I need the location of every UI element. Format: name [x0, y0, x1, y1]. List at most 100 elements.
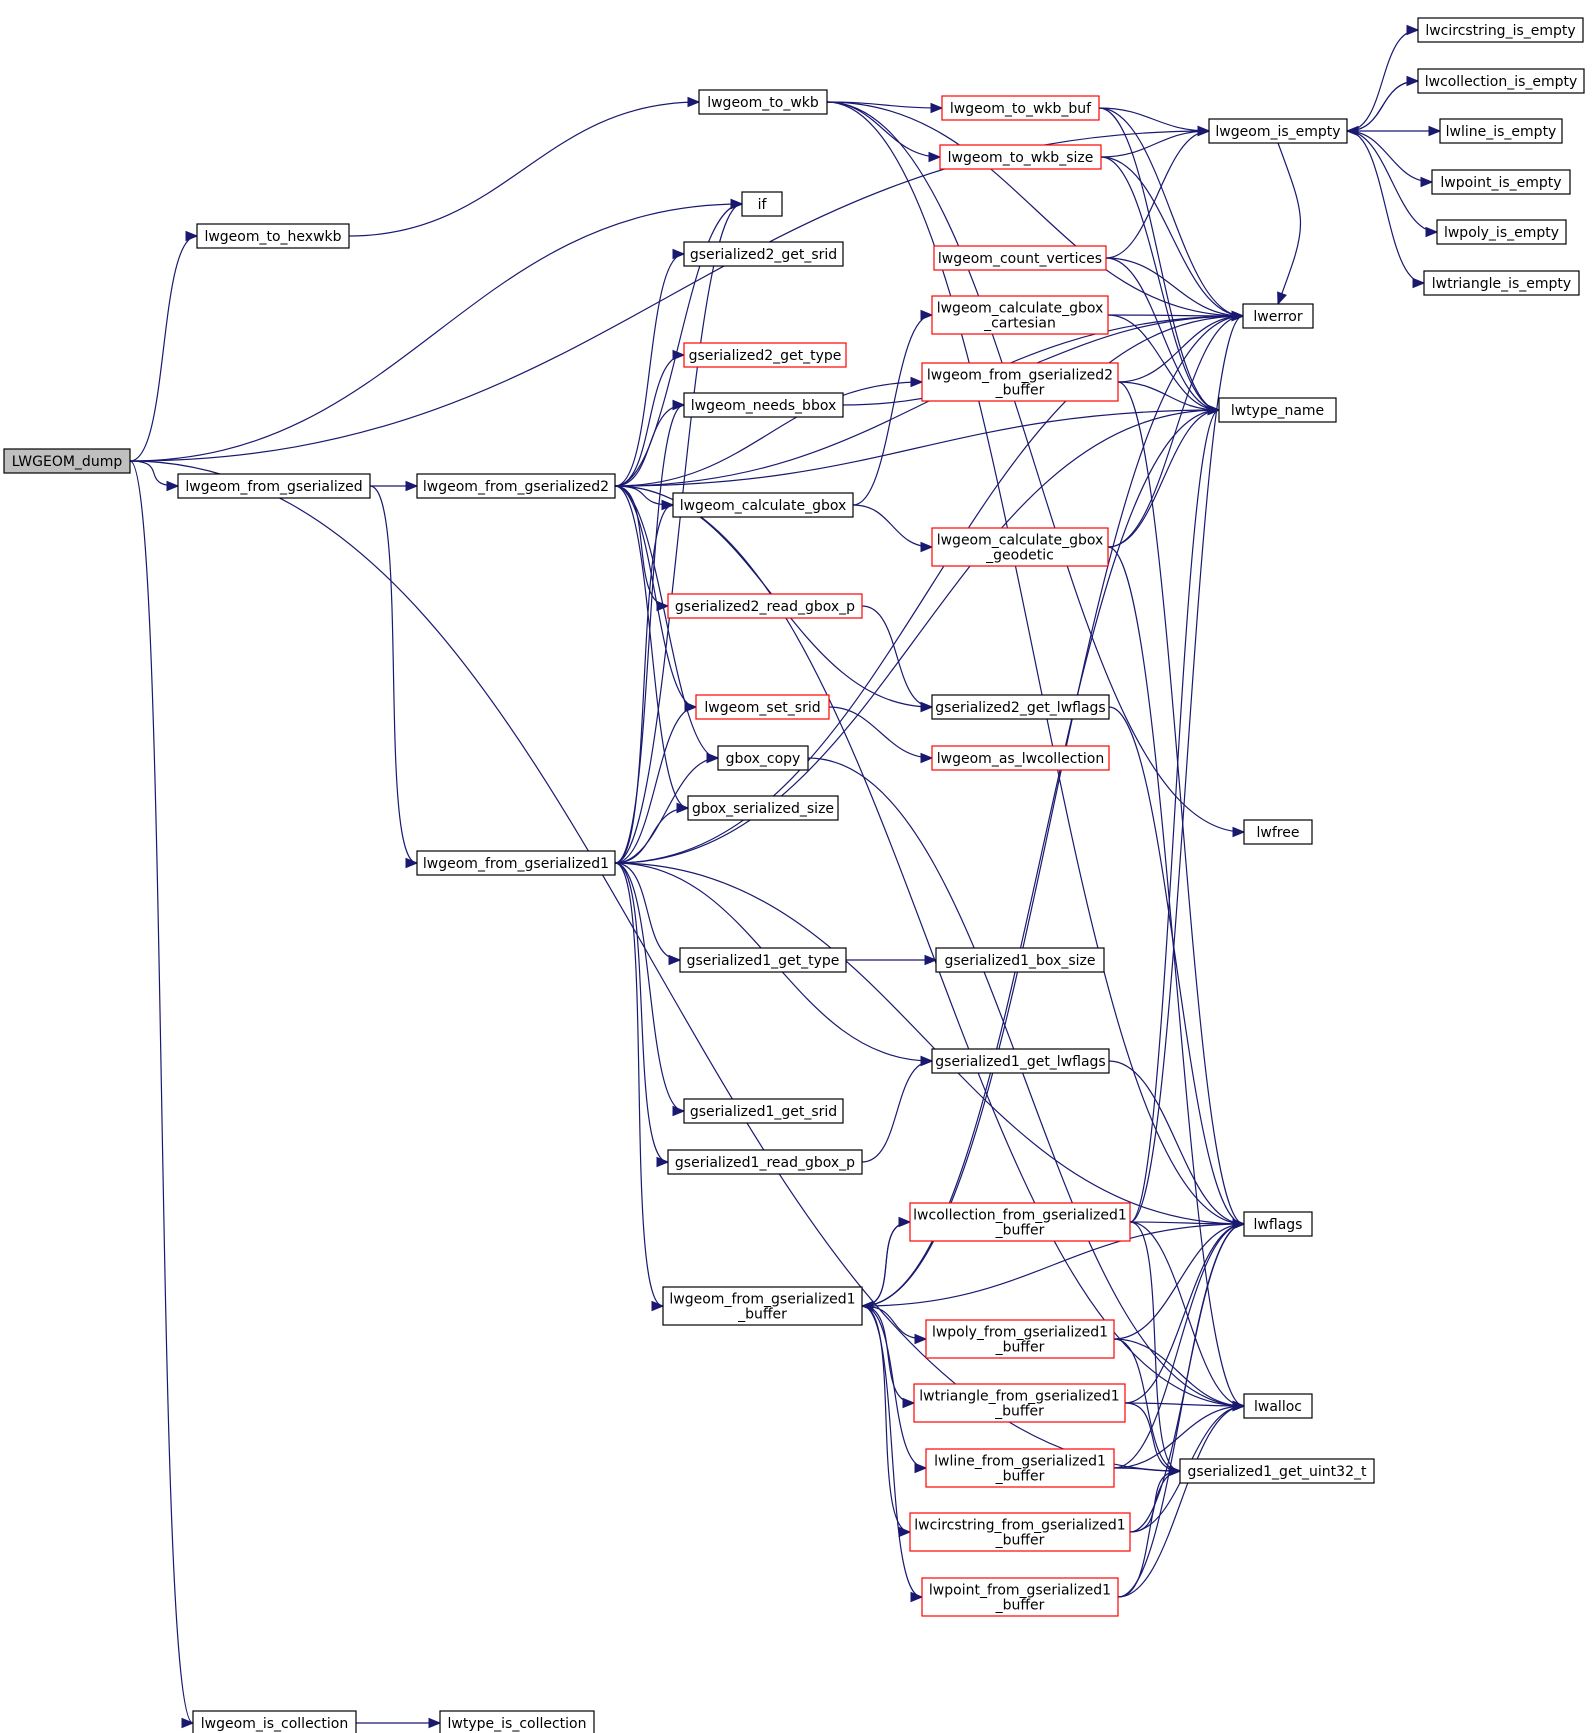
node-label: lwpoint_from_gserialized1 — [929, 1583, 1111, 1599]
node-isempty[interactable]: lwgeom_is_empty — [1208, 118, 1348, 144]
node-fromgs1[interactable]: lwgeom_from_gserialized1 — [416, 850, 616, 876]
edge-line — [1107, 314, 1220, 411]
node-box — [1436, 219, 1567, 245]
node-polyempty[interactable]: lwpoly_is_empty — [1436, 219, 1567, 245]
edge-arrowhead — [1231, 310, 1245, 322]
edge-line — [861, 1305, 927, 1469]
node-lineempty[interactable]: lwline_is_empty — [1439, 118, 1563, 144]
node-needsbbox[interactable]: lwgeom_needs_bbox — [683, 392, 844, 418]
edge-line — [1098, 107, 1220, 411]
node-gs1readgbox[interactable]: gserialized1_read_gbox_p — [667, 1149, 863, 1175]
node-circempty[interactable]: lwcircstring_is_empty — [1417, 17, 1584, 43]
node-uint32[interactable]: gserialized1_get_uint32_t — [1179, 1458, 1375, 1484]
node-label: _buffer — [995, 1533, 1045, 1549]
node-lwalloc[interactable]: lwalloc — [1243, 1393, 1313, 1419]
edge-dump-to-iscoll — [129, 460, 195, 1729]
node-label: lwgeom_from_gserialized1 — [423, 856, 609, 872]
edge-arrowhead — [676, 802, 690, 814]
node-label: _buffer — [995, 1598, 1045, 1614]
node-collbuf[interactable]: lwcollection_from_gserialized1_buffer — [909, 1202, 1131, 1242]
edge-tribuf-to-lwflags — [1124, 1218, 1246, 1404]
node-hexwkb[interactable]: lwgeom_to_hexwkb — [196, 223, 350, 249]
edge-line — [861, 315, 1244, 1307]
node-wkbsize[interactable]: lwgeom_to_wkb_size — [939, 144, 1102, 170]
node-box — [1243, 1211, 1313, 1237]
node-circbuf[interactable]: lwcircstring_from_gserialized1_buffer — [909, 1512, 1131, 1552]
node-gs2type[interactable]: gserialized2_get_type — [683, 342, 847, 368]
node-fromgs[interactable]: lwgeom_from_gserialized — [177, 473, 371, 499]
edge-fromgs1buf-to-linebuf — [861, 1305, 928, 1474]
edge-arrowhead — [898, 1526, 912, 1538]
node-gboxcopy[interactable]: gbox_copy — [717, 745, 809, 771]
node-gs1srid[interactable]: gserialized1_get_srid — [683, 1098, 844, 1124]
node-pointbuf[interactable]: lwpoint_from_gserialized1_buffer — [921, 1577, 1119, 1617]
edge-line — [1100, 156, 1220, 411]
node-if[interactable]: if — [741, 191, 783, 217]
node-collempty[interactable]: lwcollection_is_empty — [1417, 68, 1585, 94]
node-polybuf[interactable]: lwpoly_from_gserialized1_buffer — [925, 1319, 1115, 1359]
edge-arrowhead — [902, 1397, 916, 1409]
node-gs1type[interactable]: gserialized1_get_type — [679, 947, 847, 973]
edge-line — [828, 706, 933, 759]
node-lwerror[interactable]: lwerror — [1242, 303, 1314, 329]
node-label: lwtype_is_collection — [448, 1716, 587, 1732]
node-box — [177, 473, 371, 499]
node-fromgs2buf[interactable]: lwgeom_from_gserialized2_buffer — [921, 362, 1119, 402]
edge-line — [614, 485, 697, 708]
node-setsrid[interactable]: lwgeom_set_srid — [695, 694, 830, 720]
edge-line — [1346, 130, 1425, 284]
edge-linebuf-to-lwflags — [1113, 1218, 1246, 1469]
node-box — [1218, 397, 1337, 423]
node-pointempty[interactable]: lwpoint_is_empty — [1431, 169, 1571, 195]
node-label: gserialized2_read_gbox_p — [675, 599, 855, 615]
node-box — [687, 795, 839, 821]
node-triempty[interactable]: lwtriangle_is_empty — [1423, 270, 1580, 296]
edge-line — [1105, 257, 1220, 411]
node-towkb[interactable]: lwgeom_to_wkb — [698, 89, 828, 115]
node-countvert[interactable]: lwgeom_count_vertices — [933, 245, 1107, 271]
node-box — [931, 694, 1110, 720]
node-aslwcoll[interactable]: lwgeom_as_lwcollection — [931, 745, 1110, 771]
node-lwfree[interactable]: lwfree — [1243, 819, 1313, 845]
node-iscoll[interactable]: lwgeom_is_collection — [192, 1710, 357, 1733]
edge-arrowhead — [920, 1055, 934, 1067]
edge-arrowhead — [687, 96, 701, 108]
edge-line — [614, 485, 689, 809]
node-gs2readgbox[interactable]: gserialized2_read_gbox_p — [667, 593, 863, 619]
node-gs1boxsize[interactable]: gserialized1_box_size — [935, 947, 1105, 973]
edge-isempty-to-lwerror — [1277, 142, 1302, 306]
node-dump[interactable]: LWGEOM_dump — [3, 448, 131, 474]
node-gboxgeod[interactable]: lwgeom_calculate_gbox_geodetic — [931, 527, 1109, 567]
node-gs1lwflags[interactable]: gserialized1_get_lwflags — [931, 1048, 1110, 1074]
node-label: gbox_copy — [726, 751, 801, 767]
edge-arrowhead — [672, 1105, 686, 1117]
node-box — [931, 1048, 1110, 1074]
node-gs2lwflags[interactable]: gserialized2_get_lwflags — [931, 694, 1110, 720]
edge-gboxgeod-to-typename — [1107, 404, 1221, 548]
node-label: gbox_serialized_size — [692, 801, 834, 817]
node-linebuf[interactable]: lwline_from_gserialized1_buffer — [925, 1448, 1115, 1488]
node-fromgs2[interactable]: lwgeom_from_gserialized2 — [416, 473, 616, 499]
node-lwflags[interactable]: lwflags — [1243, 1211, 1313, 1237]
node-label: lwerror — [1253, 309, 1302, 325]
node-calcgbox[interactable]: lwgeom_calculate_gbox — [672, 492, 854, 518]
node-box — [933, 245, 1107, 271]
node-tribuf[interactable]: lwtriangle_from_gserialized1_buffer — [913, 1383, 1126, 1423]
node-gboxsersize[interactable]: gbox_serialized_size — [687, 795, 839, 821]
node-box — [939, 144, 1102, 170]
node-typeiscoll[interactable]: lwtype_is_collection — [439, 1710, 595, 1733]
node-wkbbuf[interactable]: lwgeom_to_wkb_buf — [941, 95, 1100, 121]
node-typename[interactable]: lwtype_name — [1218, 397, 1337, 423]
edge-arrowhead — [405, 480, 419, 492]
node-fromgs1buf[interactable]: lwgeom_from_gserialized1_buffer — [662, 1286, 863, 1326]
node-label: lwgeom_to_wkb — [707, 95, 819, 111]
edge-line — [614, 807, 689, 864]
edge-collbuf-to-fromgs1buf — [860, 1221, 911, 1312]
edge-line — [1108, 706, 1245, 1225]
edge-line — [1107, 314, 1244, 317]
edge-fromgs-to-fromgs1 — [369, 485, 419, 869]
node-gs2srid[interactable]: gserialized2_get_srid — [683, 241, 844, 267]
node-gboxcart[interactable]: lwgeom_calculate_gbox_cartesian — [931, 295, 1109, 335]
edge-collbuf-to-lwerror — [1129, 310, 1245, 1223]
edge-isempty-to-circempty — [1346, 24, 1420, 132]
